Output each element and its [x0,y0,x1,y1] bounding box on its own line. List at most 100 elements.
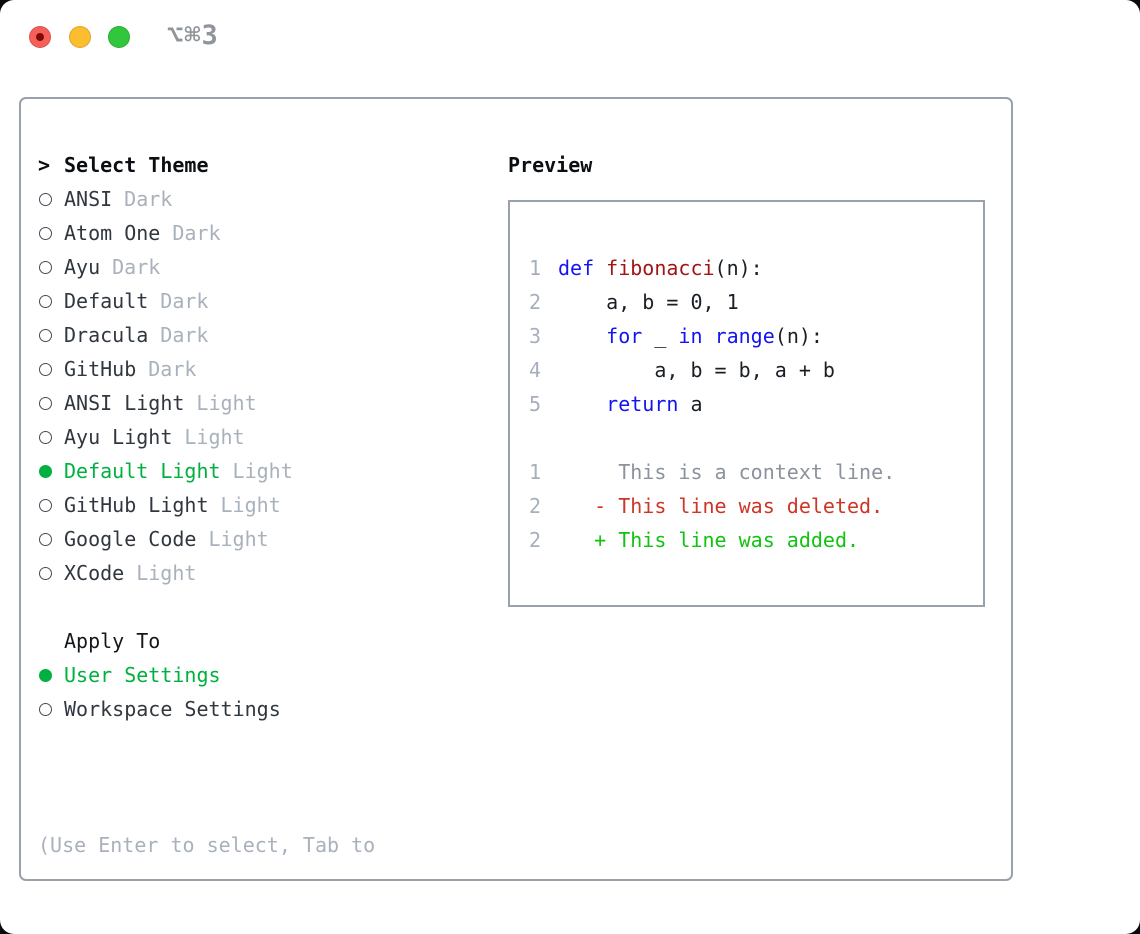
code-token: def [558,256,595,280]
theme-name: Default Light [64,459,221,483]
diff-line-added: 2 + This line was added. [528,523,983,557]
code-token: This is a context line. [558,460,896,484]
radio-icon [39,328,52,342]
line-number: 5 [528,392,541,416]
theme-option-default-light-light[interactable]: Default Light Light [38,454,375,488]
theme-name: Google Code [64,527,197,551]
theme-variant: Dark [112,255,161,279]
theme-variant: Light [232,459,293,483]
theme-variant: Light [184,425,245,449]
code-line: 5 return a [528,387,983,421]
close-button[interactable] [29,26,51,48]
line-number: 2 [528,494,541,518]
preview-title: Preview [508,153,593,177]
apply-to-header: Apply To [38,624,375,658]
code-token: in [678,324,703,348]
theme-option-ayu-light-light[interactable]: Ayu Light Light [38,420,375,454]
theme-section-header: > Select Theme [38,148,375,182]
code-token [594,256,606,280]
window-title: ⌥⌘3 [167,20,219,51]
theme-variant: Light [196,391,257,415]
radio-icon [39,362,52,376]
theme-option-github-dark[interactable]: GitHub Dark [38,352,375,386]
theme-variant: Dark [172,221,221,245]
line-number: 2 [528,290,541,314]
line-number: 1 [528,460,541,484]
diff-line-deleted: 2 - This line was deleted. [528,489,983,523]
code-token: (n): [774,324,823,348]
code-token [558,324,606,348]
radio-icon [39,260,52,274]
code-token: _ [642,324,679,348]
code-token: return [606,392,679,416]
theme-variant: Dark [148,357,197,381]
code-token: fibonacci [606,256,715,280]
code-token: - This line was deleted. [558,494,884,518]
minimize-button[interactable] [69,26,91,48]
theme-name: Ayu [64,255,101,279]
code-token: a, b = b, a + b [558,358,835,382]
theme-option-github-light-light[interactable]: GitHub Light Light [38,488,375,522]
code-line: 2 a, b = 0, 1 [528,285,983,319]
theme-variant: Dark [160,323,209,347]
theme-name: XCode [64,561,125,585]
theme-option-google-code-light[interactable]: Google Code Light [38,522,375,556]
code-token: a [678,392,703,416]
apply-option-label: Workspace Settings [64,697,281,721]
theme-name: Default [64,289,149,313]
radio-selected-icon [39,464,52,478]
focus-cursor-icon: > [38,153,51,177]
line-number: 3 [528,324,541,348]
maximize-button[interactable] [108,26,130,48]
theme-name: GitHub Light [64,493,209,517]
apply-to-title: Apply To [64,629,161,653]
theme-option-xcode-light[interactable]: XCode Light [38,556,375,590]
theme-option-atom-one-dark[interactable]: Atom One Dark [38,216,375,250]
code-token [558,392,606,416]
radio-icon [39,566,52,580]
code-token: a, b = 0, 1 [558,290,739,314]
hint-text: (Use Enter to select, Tab to change focu… [38,760,375,934]
code-token [703,324,715,348]
code-token: for [606,324,643,348]
hint-line: (Use Enter to select, Tab to [38,833,376,857]
theme-name: Atom One [64,221,161,245]
line-number: 1 [528,256,541,280]
radio-icon [39,192,52,206]
diff-line-context: 1 This is a context line. [528,455,983,489]
theme-option-default-dark[interactable]: Default Dark [38,284,375,318]
radio-icon [39,294,52,308]
code-token: + This line was added. [558,528,860,552]
apply-option-user-settings[interactable]: User Settings [38,658,375,692]
code-line: 3 for _ in range(n): [528,319,983,353]
blank-line [528,421,983,455]
code-line: 4 a, b = b, a + b [528,353,983,387]
theme-variant: Light [220,493,281,517]
radio-icon [39,498,52,512]
theme-section-title: Select Theme [64,153,209,177]
radio-icon [39,226,52,240]
theme-name: GitHub [64,357,137,381]
theme-name: Ayu Light [64,425,173,449]
apply-option-label: User Settings [64,663,221,687]
radio-icon [39,532,52,546]
code-token: (n): [714,256,763,280]
apply-option-workspace-settings[interactable]: Workspace Settings [38,692,375,726]
theme-option-ayu-dark[interactable]: Ayu Dark [38,250,375,284]
radio-icon [39,396,52,410]
radio-icon [39,702,52,716]
theme-variant: Dark [160,289,209,313]
theme-variant: Light [136,561,197,585]
hint-line: change focus) [38,930,375,934]
theme-variant: Light [208,527,269,551]
line-number: 2 [528,528,541,552]
code-line: 1 def fibonacci(n): [528,251,983,285]
